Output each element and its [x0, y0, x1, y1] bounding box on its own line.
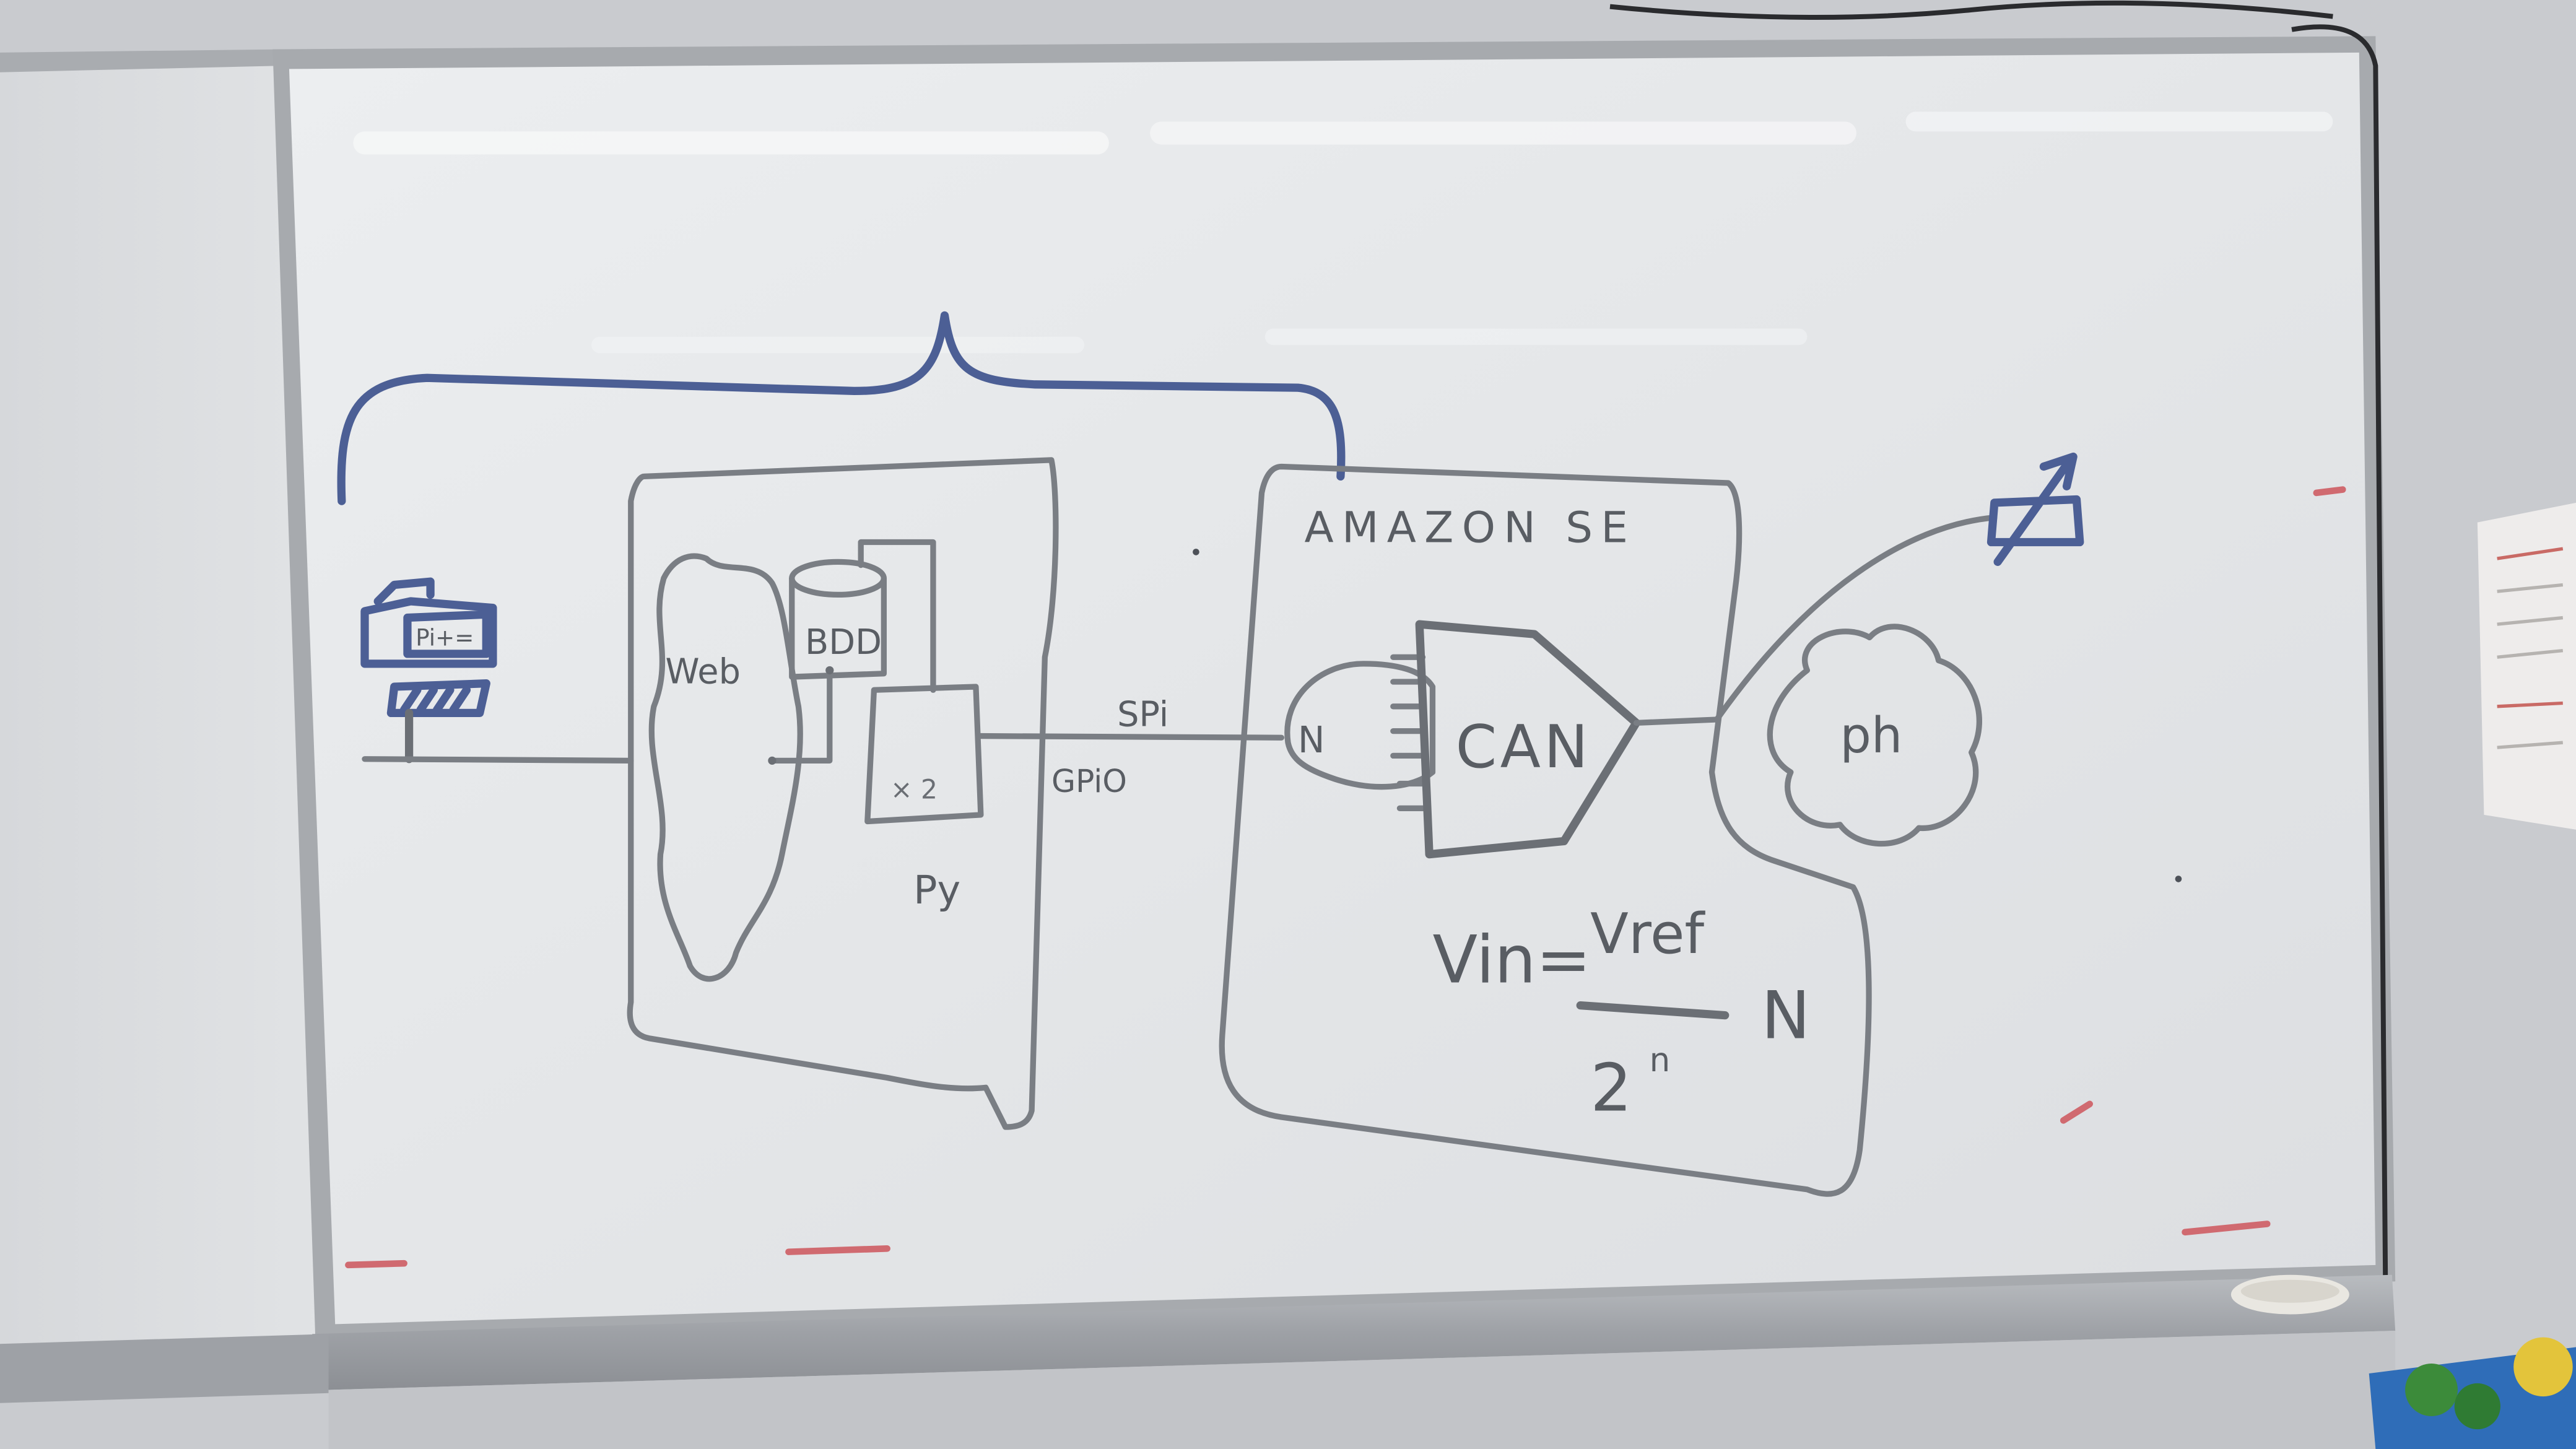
left-module-box: [627, 457, 1059, 1130]
wall-paper: [2477, 502, 2576, 830]
can-block: [1415, 620, 1641, 859]
formula-denominator-exp: n: [1650, 1041, 1671, 1079]
rpi-sketch: [360, 577, 497, 764]
formula-denominator-base: 2: [1590, 1050, 1632, 1126]
wireless-arc: [1713, 515, 1998, 723]
red-mark: [785, 1245, 890, 1255]
web-label: Web: [665, 652, 740, 692]
bdd-label: BDD: [805, 622, 882, 663]
stray-dot: [2175, 876, 2182, 882]
web-bdd-link: [769, 667, 833, 764]
stray-dot: [1193, 549, 1199, 555]
formula-lhs: Vin=: [1432, 922, 1591, 999]
can-label: CAN: [1456, 712, 1591, 781]
can-pins: [1390, 654, 1429, 811]
n-circle: [1284, 661, 1436, 790]
web-cloud: [648, 553, 803, 982]
right-module-title: AMAZON SE: [1305, 503, 1637, 553]
left-board: [0, 49, 326, 1347]
toy-basket: [2369, 1337, 2576, 1449]
formula-numerator: Vref: [1590, 902, 1705, 967]
rpi-label: Pi+=: [416, 625, 474, 651]
can-ph-link: [1633, 716, 1720, 726]
n-label: N: [1298, 719, 1325, 761]
gpio-label: GPiO: [1051, 763, 1127, 799]
bdd-link: [858, 539, 936, 693]
red-mark: [2060, 1100, 2093, 1124]
spi-label: SPi: [1117, 695, 1168, 735]
ph-label: ph: [1840, 707, 1902, 764]
bdd-cylinder: [789, 559, 887, 680]
right-module-box: [1219, 463, 1872, 1197]
wire-pi-web: [362, 756, 634, 764]
red-mark: [2313, 486, 2346, 497]
cable: [1609, 0, 2388, 1282]
marker-tray: [0, 1274, 2396, 1449]
red-mark: [2182, 1221, 2271, 1236]
chip-label: × 2: [890, 775, 938, 805]
formula-fraction-bar: [1576, 1001, 1730, 1020]
spi-gpio-link: [976, 733, 1285, 741]
py-label: Py: [913, 868, 960, 913]
formula-factor: N: [1761, 978, 1810, 1055]
brace: [337, 311, 1346, 505]
chip-box: [864, 684, 984, 825]
red-mark: [345, 1260, 407, 1269]
board-frame: [272, 36, 2396, 1341]
antenna-icon: [1986, 452, 2084, 566]
ph-cloud: [1767, 624, 1983, 847]
